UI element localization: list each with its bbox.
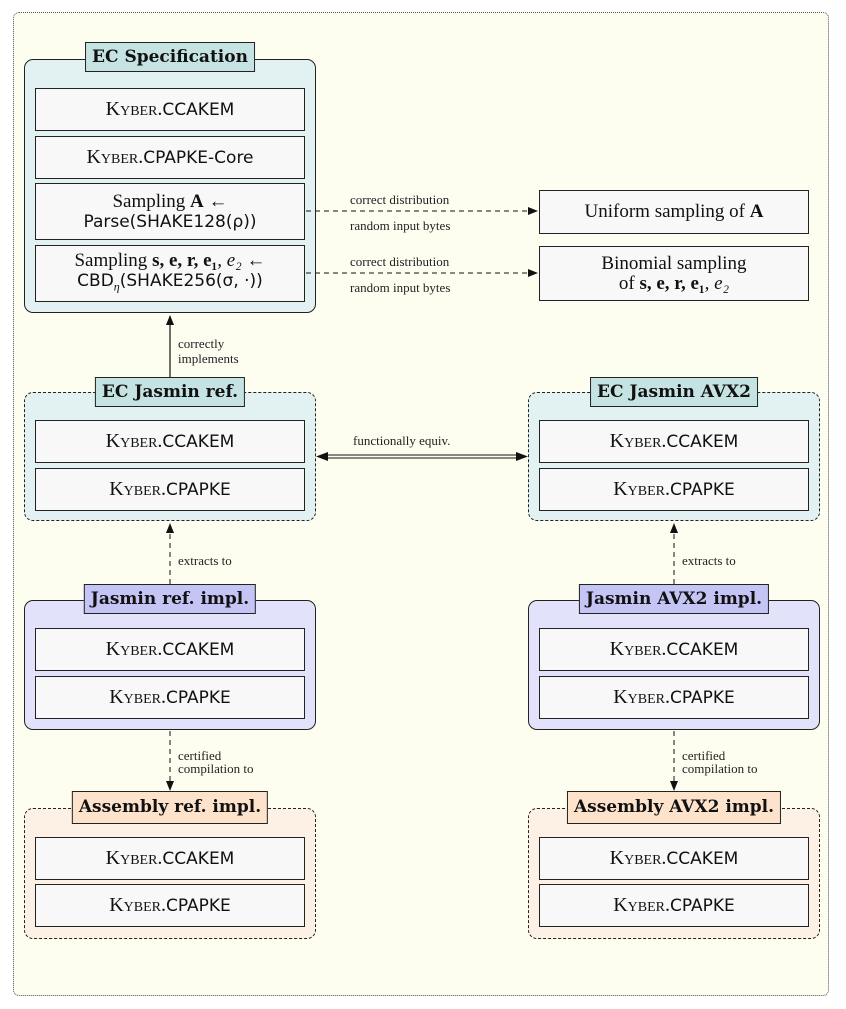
label-certified-right: certified (682, 748, 726, 763)
edge-functionally-equiv (316, 452, 528, 461)
ec-jasmin-avx2-cpapke-box: Kyber.CPAPKE (539, 468, 809, 511)
kyber-prefix: Kyber. (609, 638, 667, 660)
left-arrow-symbol: ← (241, 249, 266, 271)
ec-jasmin-ref-title: EC Jasmin ref. (94, 377, 246, 407)
kyber-prefix: Kyber. (105, 847, 163, 869)
kyber-prefix: Kyber. (105, 98, 163, 120)
shake256-expr: (SHAKE256(σ, ·)) (119, 270, 263, 291)
uniform-sampling-box: Uniform sampling of A (539, 190, 809, 234)
label-certified-left: certified (178, 748, 222, 763)
assembly-avx2-ccakem-box: Kyber.CCAKEM (539, 837, 809, 880)
ec-specification-title: EC Specification (85, 42, 255, 72)
spec-sampling-s-box: Sampling s, e, r, e₁, e₂ ← CBDη(SHAKE256… (35, 245, 305, 302)
assembly-ref-ccakem-box: Kyber.CCAKEM (35, 837, 305, 880)
jasmin-avx2-ccakem-box: Kyber.CCAKEM (539, 628, 809, 671)
spec-ccakem-box: Kyber.CCAKEM (35, 88, 305, 131)
sampling-a-text: Sampling (112, 190, 191, 212)
binomial-of-text: of (618, 272, 640, 294)
cpapke-name: CPAPKE (165, 688, 231, 708)
uniform-sampling-text: Uniform sampling of (584, 201, 750, 222)
ec-jasmin-ref-ccakem-box: Kyber.CCAKEM (35, 420, 305, 463)
label-extracts-left: extracts to (178, 553, 232, 568)
jasmin-ref-impl-title: Jasmin ref. impl. (83, 584, 257, 614)
ccakem-name: CCAKEM (666, 849, 739, 869)
assembly-ref-cpapke-box: Kyber.CPAPKE (35, 884, 305, 927)
kyber-prefix: Kyber. (613, 894, 670, 916)
kyber-prefix: Kyber. (609, 847, 667, 869)
ec-jasmin-avx2-title: EC Jasmin AVX2 (590, 377, 758, 407)
kyber-prefix: Kyber. (105, 430, 163, 452)
assembly-avx2-impl-title: Assembly AVX2 impl. (566, 791, 782, 824)
cbd-text: CBD (77, 270, 114, 291)
label-correct-distribution-top: correct distribution (350, 192, 450, 207)
parse-shake128-expr: Parse(SHAKE128(ρ)) (83, 211, 257, 232)
kyber-prefix: Kyber. (613, 478, 670, 500)
left-arrow-symbol: ← (203, 190, 228, 212)
binomial-sampling-line1: Binomial sampling (601, 252, 747, 274)
e2-symbol: , e₂ (704, 272, 730, 294)
ccakem-name: CCAKEM (666, 640, 739, 660)
cpapke-name: CPAPKE (669, 896, 735, 916)
kyber-prefix: Kyber. (609, 430, 667, 452)
ec-jasmin-ref-cpapke-box: Kyber.CPAPKE (35, 468, 305, 511)
kyber-prefix: Kyber. (109, 686, 166, 708)
spec-cpapke-core-box: Kyber.CPAPKE-Core (35, 136, 305, 179)
jasmin-avx2-impl-title: Jasmin AVX2 impl. (578, 584, 770, 614)
spec-sampling-a-box: Sampling A ← Parse(SHAKE128(ρ)) (35, 183, 305, 240)
assembly-avx2-cpapke-box: Kyber.CPAPKE (539, 884, 809, 927)
vector-symbols: s, e, r, e₁ (152, 249, 218, 271)
ccakem-name: CCAKEM (162, 640, 235, 660)
kyber-prefix: Kyber. (105, 638, 163, 660)
label-correctly: correctly (178, 336, 225, 351)
label-implements: implements (178, 351, 239, 366)
jasmin-ref-cpapke-box: Kyber.CPAPKE (35, 676, 305, 719)
matrix-a-symbol: A (190, 190, 204, 212)
eta-subscript: η (113, 279, 120, 294)
cpapke-core-name: CPAPKE-Core (143, 148, 254, 168)
e2-symbol: , e₂ (217, 249, 242, 271)
label-functionally-equiv: functionally equiv. (353, 433, 451, 448)
ccakem-name: CCAKEM (162, 432, 235, 452)
cpapke-name: CPAPKE (165, 480, 231, 500)
cpapke-name: CPAPKE (165, 896, 231, 916)
label-compilation-left: compilation to (178, 761, 254, 776)
label-extracts-right: extracts to (682, 553, 736, 568)
matrix-a-symbol: A (749, 201, 764, 222)
kyber-prefix: Kyber. (86, 146, 144, 168)
cpapke-name: CPAPKE (669, 688, 735, 708)
binomial-sampling-box: Binomial sampling of s, e, r, e₁, e₂ (539, 246, 809, 301)
jasmin-avx2-cpapke-box: Kyber.CPAPKE (539, 676, 809, 719)
ccakem-name: CCAKEM (666, 432, 739, 452)
ccakem-name: CCAKEM (162, 849, 235, 869)
ccakem-name: CCAKEM (162, 100, 235, 120)
kyber-prefix: Kyber. (613, 686, 670, 708)
ec-jasmin-avx2-ccakem-box: Kyber.CCAKEM (539, 420, 809, 463)
kyber-prefix: Kyber. (109, 478, 166, 500)
jasmin-ref-ccakem-box: Kyber.CCAKEM (35, 628, 305, 671)
label-random-input-bytes-top: random input bytes (350, 218, 451, 233)
assembly-ref-impl-title: Assembly ref. impl. (71, 791, 269, 824)
kyber-prefix: Kyber. (109, 894, 166, 916)
sampling-s-text: Sampling (74, 249, 153, 271)
label-compilation-right: compilation to (682, 761, 758, 776)
label-random-input-bytes-bottom: random input bytes (350, 280, 451, 295)
label-correct-distribution-bottom: correct distribution (350, 254, 450, 269)
cpapke-name: CPAPKE (669, 480, 735, 500)
vector-symbols: s, e, r, e₁ (639, 272, 705, 294)
